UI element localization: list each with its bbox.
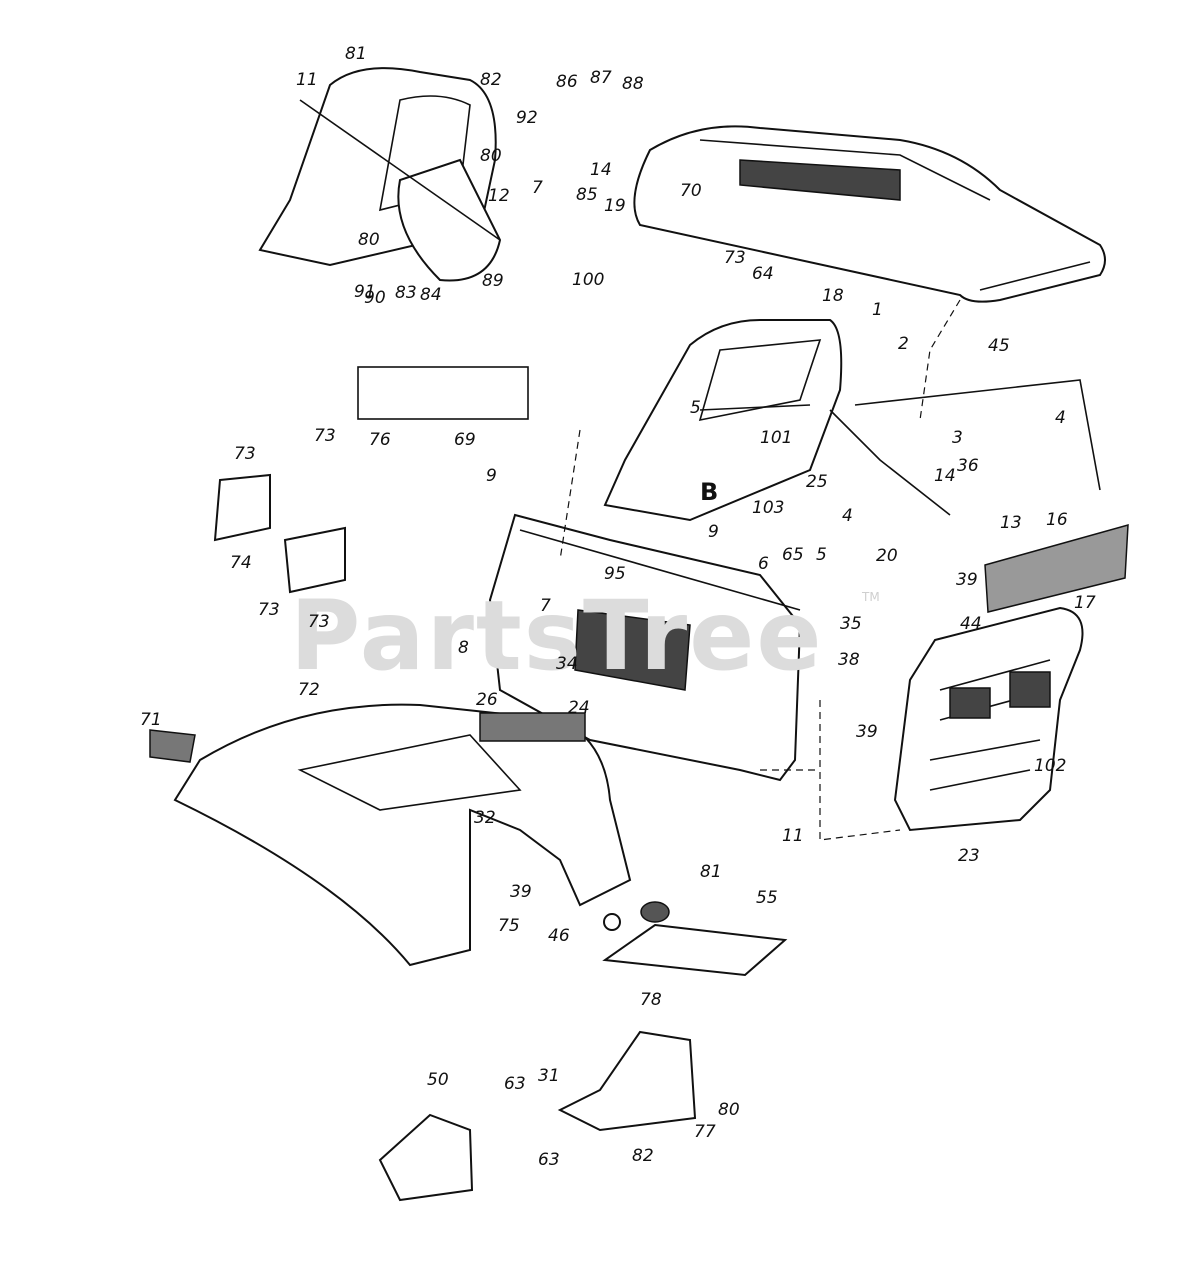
callout-label: 34: [556, 654, 578, 674]
callout-label: 80: [358, 230, 380, 250]
callout-label: 3: [952, 428, 963, 448]
callout-label: 4: [842, 506, 853, 526]
callout-label: 84: [420, 285, 442, 305]
watermark: PartsTree: [290, 580, 824, 692]
callout-label: 45: [988, 336, 1010, 356]
callout-label: 11: [782, 826, 804, 846]
callout-label: 9: [486, 466, 497, 486]
callout-label: 55: [756, 888, 778, 908]
callout-label: 1: [872, 300, 883, 320]
callout-label: 18: [822, 286, 844, 306]
callout-label: 71: [140, 710, 162, 730]
callout-label: 5: [690, 398, 701, 418]
nose-part: [893, 606, 1084, 832]
callout-label: 65: [782, 545, 804, 565]
callout-label: 87: [590, 68, 612, 88]
callout-label: 76: [369, 430, 391, 450]
callout-label: 50: [427, 1070, 449, 1090]
callout-label: 70: [680, 181, 702, 201]
callout-label: 12: [488, 186, 510, 206]
callout-label: 77: [694, 1122, 716, 1142]
bracket-part: [378, 1030, 697, 1202]
fender-part: [149, 703, 632, 967]
callout-label: 2: [898, 334, 909, 354]
callout-label: 81: [700, 862, 722, 882]
hinge-part: [829, 379, 1101, 516]
callout-label: 39: [510, 882, 532, 902]
callout-label: 83: [395, 283, 417, 303]
callout-label: 103: [752, 498, 785, 518]
callout-label: 73: [724, 248, 746, 268]
hood-part: [633, 125, 1106, 303]
callout-label: 20: [876, 546, 898, 566]
key-box: [357, 366, 529, 420]
callout-label: 39: [956, 570, 978, 590]
callout-label: 85: [576, 185, 598, 205]
callout-label: 8: [458, 638, 469, 658]
callout-label: 74: [230, 553, 252, 573]
callout-label: 81: [345, 44, 367, 64]
callout-label: 89: [482, 271, 504, 291]
callout-label: 14: [590, 160, 612, 180]
callout-label: 102: [1034, 756, 1067, 776]
callout-label: 7: [532, 178, 543, 198]
callout-label: 32: [474, 808, 496, 828]
callout-label: 82: [632, 1146, 654, 1166]
callout-label: 23: [958, 846, 980, 866]
callout-label: 101: [760, 428, 793, 448]
left-bracket-part: [213, 473, 346, 594]
callout-label: 80: [718, 1100, 740, 1120]
callout-label: 78: [640, 990, 662, 1010]
callout-label: B: [700, 478, 719, 506]
callout-label: 24: [568, 698, 590, 718]
callout-label: 9: [708, 522, 719, 542]
callout-label: 63: [504, 1074, 526, 1094]
callout-label: 72: [298, 680, 320, 700]
callout-label: 17: [1074, 593, 1096, 613]
callout-label: 7: [540, 596, 551, 616]
callout-label: 73: [308, 612, 330, 632]
callout-label: 36: [957, 456, 979, 476]
callout-label: 14: [934, 466, 956, 486]
callout-label: 13: [1000, 513, 1022, 533]
callout-label: 92: [516, 108, 538, 128]
plate-part: [602, 901, 788, 977]
callout-label: 46: [548, 926, 570, 946]
callout-label: 35: [840, 614, 862, 634]
callout-label: 73: [258, 600, 280, 620]
callout-label: 64: [752, 264, 774, 284]
callout-label: 16: [1046, 510, 1068, 530]
callout-label: 69: [454, 430, 476, 450]
callout-label: 100: [572, 270, 605, 290]
callout-label: 88: [622, 74, 644, 94]
dash-panel-part: [603, 319, 843, 522]
callout-label: 6: [758, 554, 769, 574]
callout-label: 39: [856, 722, 878, 742]
callout-label: 19: [604, 196, 626, 216]
callout-label: 95: [604, 564, 626, 584]
callout-label: 90: [364, 288, 386, 308]
callout-label: 11: [296, 70, 318, 90]
callout-label: 63: [538, 1150, 560, 1170]
trademark: TM: [862, 590, 880, 604]
callout-label: 38: [838, 650, 860, 670]
grille-part: [984, 523, 1129, 613]
callout-label: 5: [816, 545, 827, 565]
callout-label: 73: [234, 444, 256, 464]
callout-label: 44: [960, 614, 982, 634]
callout-label: 75: [498, 916, 520, 936]
callout-label: 31: [538, 1066, 560, 1086]
callout-label: 25: [806, 472, 828, 492]
callout-label: 86: [556, 72, 578, 92]
callout-label: 26: [476, 690, 498, 710]
callout-label: 73: [314, 426, 336, 446]
callout-label: 82: [480, 70, 502, 90]
steering-support-part: [258, 67, 502, 282]
callout-label: 91: [354, 282, 376, 302]
callout-label: 4: [1055, 408, 1066, 428]
callout-label: 80: [480, 146, 502, 166]
